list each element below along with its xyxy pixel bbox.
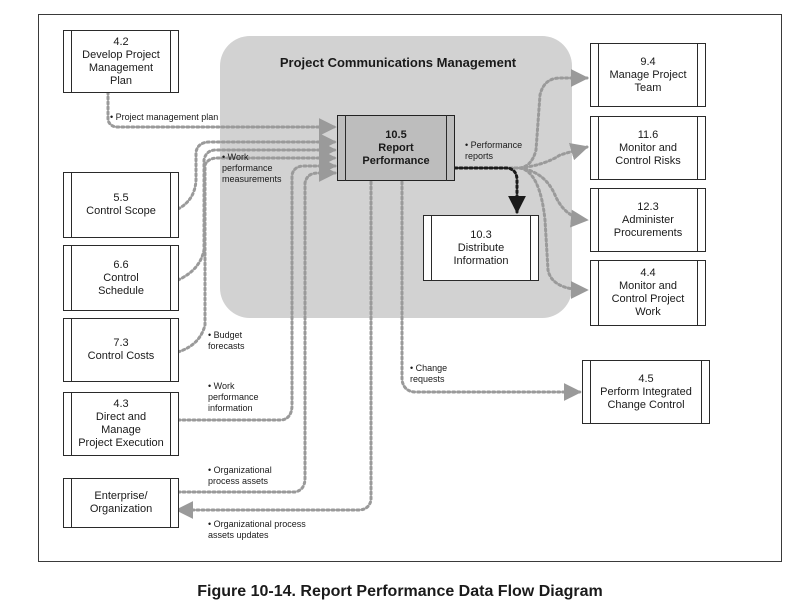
process-number: 4.4 (640, 267, 656, 279)
process-box-10-5[interactable]: 10.5 Report Performance (337, 115, 455, 181)
process-box-4-3[interactable]: 4.3 Direct and Manage Project Execution (63, 392, 179, 456)
label-work-performance-measurements: Work performance measurements (222, 152, 282, 185)
process-number: 6.6 (113, 258, 129, 271)
figure-caption: Figure 10-14. Report Performance Data Fl… (197, 583, 603, 600)
process-box-4-4[interactable]: 4.4 Monitor and Control Project Work (590, 260, 706, 326)
label-organizational-process-assets: Organizational process assets (208, 465, 272, 487)
process-number: 10.3 (470, 228, 492, 241)
process-name: Control Costs (87, 350, 155, 362)
process-number: 4.3 (113, 398, 129, 410)
process-name: Enterprise/ Organization (89, 490, 153, 515)
process-box-7-3[interactable]: 7.3 Control Costs (63, 318, 179, 382)
process-box-11-6[interactable]: 11.6 Monitor and Control Risks (590, 116, 706, 180)
process-box-5-5[interactable]: 5.5 Control Scope (63, 172, 179, 238)
flow-change-requests (400, 180, 582, 401)
flow-control-scope (176, 133, 337, 211)
flow-work-perf-info (176, 157, 337, 422)
label-organizational-process-assets-updates: Organizational process assets updates (208, 519, 306, 541)
process-number: 4.5 (638, 372, 654, 385)
process-name: Distribute Information (453, 241, 509, 267)
process-name: Monitor and Control Risks (615, 141, 681, 167)
process-name: Administer Procurements (613, 213, 683, 239)
process-number: 10.5 (385, 128, 407, 141)
process-name: Report Performance (362, 141, 430, 167)
process-box-6-6[interactable]: 6.6 Control Schedule (63, 245, 179, 311)
process-number: 5.5 (113, 192, 129, 204)
process-box-4-5[interactable]: 4.5 Perform Integrated Change Control (582, 360, 710, 424)
label-budget-forecasts: Budget forecasts (208, 330, 245, 352)
process-number: 12.3 (637, 200, 659, 213)
process-name: Manage Project Team (609, 68, 687, 94)
flow-opa (176, 164, 337, 494)
process-name: Perform Integrated Change Control (600, 385, 692, 411)
process-name: Control Scope (86, 205, 156, 217)
process-name: Develop Project Management Plan (82, 48, 160, 87)
flow-to-12-3 (453, 166, 589, 228)
group-title: Project Communications Management (279, 55, 517, 70)
process-number: 11.6 (637, 128, 659, 141)
process-number: 7.3 (113, 337, 129, 349)
flow-to-distribute (453, 166, 526, 214)
label-change-requests: Change requests (410, 363, 447, 385)
flow-control-costs (176, 149, 337, 354)
process-box-4-2[interactable]: 4.2 Develop Project Management Plan (63, 30, 179, 93)
process-number: 4.2 (113, 35, 129, 48)
figure-frame (38, 14, 782, 562)
process-name: Control Schedule (98, 271, 144, 297)
process-number: 9.4 (640, 55, 656, 68)
label-project-management-plan: Project management plan (110, 112, 219, 123)
flow-pm-plan (106, 90, 337, 136)
flow-control-schedule (176, 141, 337, 282)
process-box-9-4[interactable]: 9.4 Manage Project Team (590, 43, 706, 107)
enterprise-organization-box[interactable]: Enterprise/ Organization (63, 478, 179, 528)
label-performance-reports: Performance reports (465, 140, 522, 162)
process-name: Monitor and Control Project Work (611, 280, 685, 318)
process-box-10-3[interactable]: 10.3 Distribute Information (423, 215, 539, 281)
process-box-12-3[interactable]: 12.3 Administer Procurements (590, 188, 706, 252)
label-work-performance-information: Work performance information (208, 381, 259, 414)
flow-opa-updates (175, 180, 373, 519)
process-name: Direct and Manage Project Execution (78, 411, 164, 449)
flow-to-4-4 (453, 166, 589, 299)
